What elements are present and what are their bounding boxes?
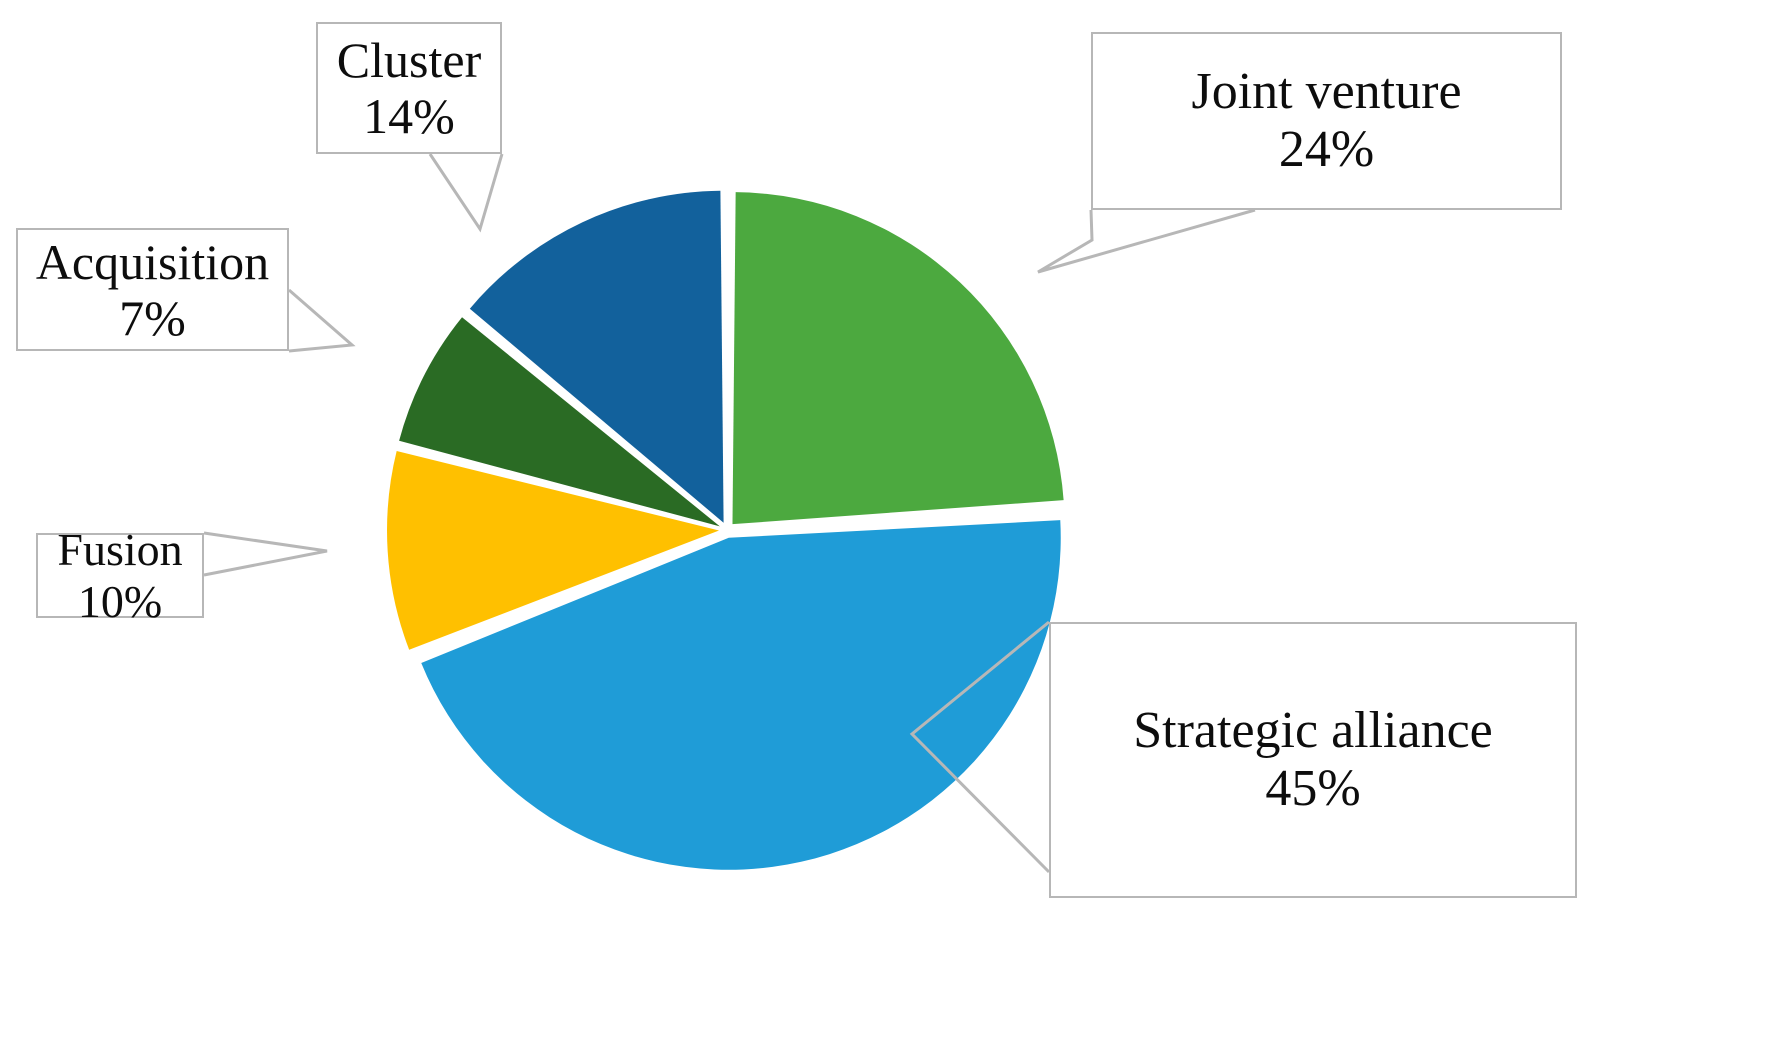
callout-acquisition-value: 7% <box>119 289 186 346</box>
pie-slice-fusion[interactable] <box>387 451 720 650</box>
pie-slice-cluster[interactable] <box>469 190 724 523</box>
callout-fusion-value: 10% <box>77 575 163 627</box>
callout-tail-acquisition <box>288 288 356 353</box>
callout-acquisition-label: Acquisition <box>35 233 270 290</box>
pie-slice-acquisition[interactable] <box>399 317 720 527</box>
callout-acquisition[interactable]: Acquisition 7% <box>16 228 289 351</box>
callout-cluster-label: Cluster <box>336 32 482 88</box>
callout-strategic-alliance-label: Strategic alliance <box>1133 701 1493 759</box>
pie-slice-strategic-alliance[interactable] <box>421 520 1061 870</box>
callout-cluster[interactable]: Cluster 14% <box>316 22 502 154</box>
callout-cluster-value: 14% <box>363 88 455 144</box>
callout-joint-venture-label: Joint venture <box>1191 62 1462 120</box>
callout-joint-venture-value: 24% <box>1278 121 1375 178</box>
callout-tail-strategic-alliance <box>909 620 1051 874</box>
callout-strategic-alliance[interactable]: Strategic alliance 45% <box>1049 622 1577 898</box>
callout-tail-fusion <box>203 531 328 577</box>
callout-fusion-label: Fusion <box>57 523 183 575</box>
callout-joint-venture[interactable]: Joint venture 24% <box>1091 32 1562 210</box>
callout-tail-joint-venture <box>1037 208 1256 274</box>
pie-slice-joint-venture[interactable] <box>732 192 1064 525</box>
callout-fusion[interactable]: Fusion 10% <box>36 524 204 627</box>
callout-strategic-alliance-value: 45% <box>1265 760 1361 817</box>
callout-tail-cluster <box>428 153 504 233</box>
